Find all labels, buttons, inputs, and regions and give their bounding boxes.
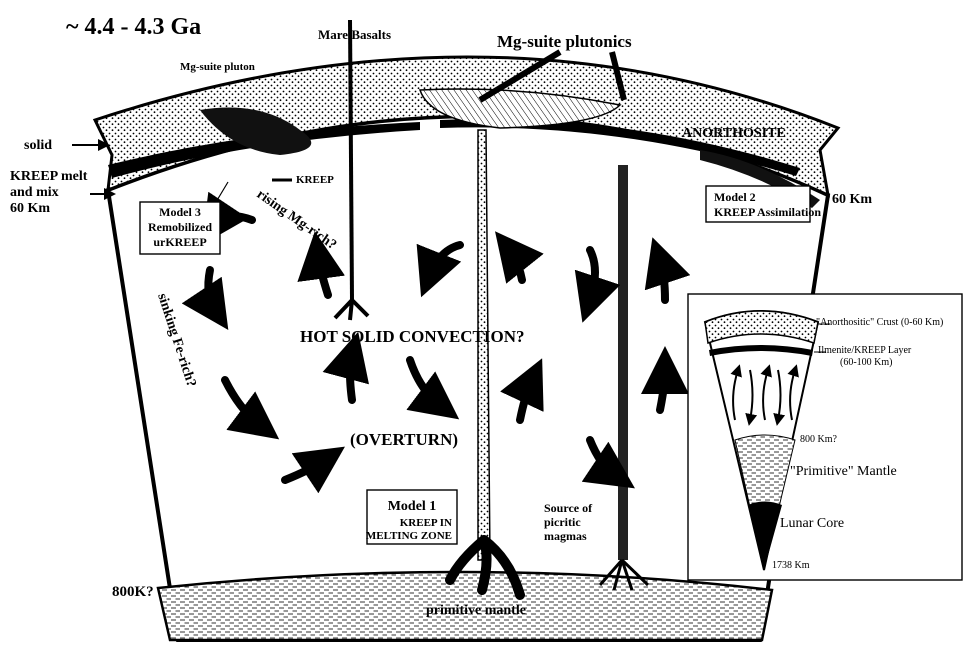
label-source-3: magmas	[544, 529, 587, 543]
arrow-6	[350, 355, 352, 400]
label-kreep: KREEP	[296, 174, 334, 186]
label-mare-basalts: Mare Basalts	[318, 27, 391, 42]
inset-depth-label: 1738 Km	[772, 560, 810, 571]
inset-core-label: Lunar Core	[780, 516, 844, 531]
model3-line3: urKREEP	[153, 235, 206, 249]
inset-crust-label: "Anorthositic" Crust (0-60 Km)	[816, 317, 943, 328]
model2-line2: KREEP Assimilation	[714, 205, 821, 219]
label-mg-suite-plutonics: Mg-suite plutonics	[497, 32, 632, 51]
model3-line2: Remobilized	[148, 220, 212, 234]
model1-line2: KREEP IN	[400, 517, 452, 529]
label-kreep-melt-3: 60 Km	[10, 201, 50, 216]
label-hot-solid-convection: HOT SOLID CONVECTION?	[300, 327, 525, 346]
label-solid: solid	[24, 138, 52, 153]
model1-line3: MELTING ZONE	[366, 530, 452, 542]
diagram-title: ~ 4.4 - 4.3 Ga	[66, 14, 201, 40]
label-source-1: Source of	[544, 501, 593, 515]
picritic-conduit	[618, 165, 628, 560]
label-kreep-melt-1: KREEP melt	[10, 169, 88, 184]
model2-title: Model 2	[714, 190, 756, 204]
label-source-2: picritic	[544, 515, 581, 529]
model3-title: Model 3	[159, 205, 201, 219]
label-kreep-melt-2: and mix	[10, 185, 59, 200]
inset-800km-label: 800 Km?	[800, 434, 838, 445]
label-mg-suite-pluton: Mg-suite pluton	[180, 61, 255, 73]
label-primitive-mantle: primitive mantle	[426, 603, 526, 618]
label-anorthosite: ANORTHOSITE	[682, 126, 786, 141]
inset-mantle-label: "Primitive" Mantle	[790, 464, 897, 479]
inset-layer-label-2: (60-100 Km)	[840, 357, 893, 368]
label-right-60km: 60 Km	[832, 192, 872, 207]
model1-title: Model 1	[388, 499, 437, 514]
inset-layer-label-1: Ilmenite/KREEP Layer	[818, 345, 912, 356]
label-overturn: (OVERTURN)	[350, 430, 458, 449]
label-800k: 800K?	[112, 584, 154, 600]
